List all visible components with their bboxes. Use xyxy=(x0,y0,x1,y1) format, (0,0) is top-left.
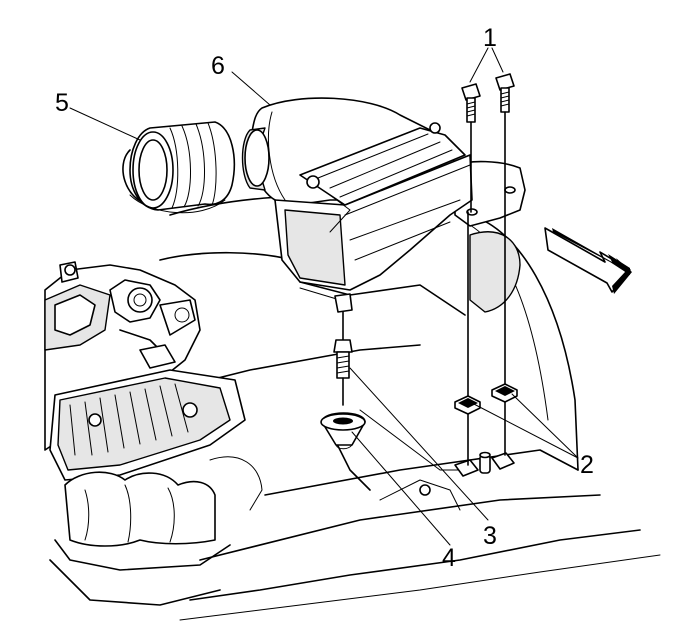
front-direction-arrow xyxy=(544,227,632,294)
callout-1: 1 xyxy=(483,24,497,52)
engine-assembly xyxy=(44,261,263,606)
floor-hole xyxy=(419,484,431,496)
throttle-body xyxy=(127,287,153,313)
bolt-left xyxy=(461,83,481,123)
housing-outlet xyxy=(244,129,270,187)
grommet-cup xyxy=(320,412,366,450)
callout-5: 5 xyxy=(55,89,69,117)
callout-3: 3 xyxy=(483,522,497,550)
mounting-bracket xyxy=(454,160,526,313)
leader-lines xyxy=(69,47,579,546)
bracket-hole-right xyxy=(504,186,516,194)
intake-duct-coupler xyxy=(122,121,236,214)
locating-stud xyxy=(333,311,353,406)
bolt-right xyxy=(495,73,515,113)
callout-2: 2 xyxy=(580,451,594,479)
bolts xyxy=(461,73,515,213)
grommet-right xyxy=(491,383,518,403)
air-cleaner-housing xyxy=(241,97,473,316)
callout-4: 4 xyxy=(442,544,456,572)
lower-mounts xyxy=(454,451,515,477)
bracket-hole-left xyxy=(466,208,478,216)
grommets xyxy=(454,189,518,466)
callout-6: 6 xyxy=(211,52,225,80)
